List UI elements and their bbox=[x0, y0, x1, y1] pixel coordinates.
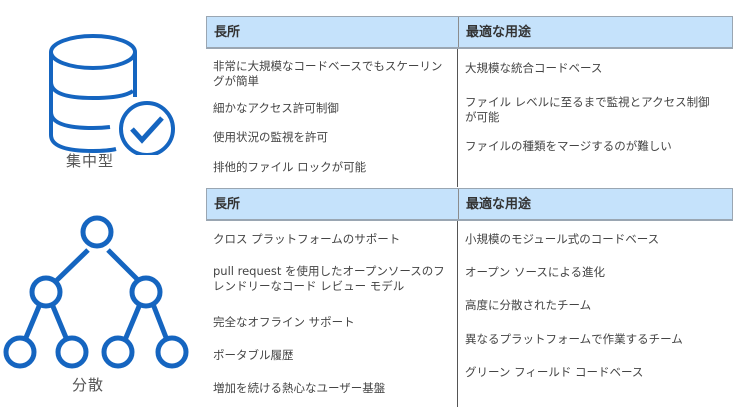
pro-item: 排他的ファイル ロックが可能 bbox=[213, 160, 367, 174]
pro-item: pull request を使用したオープンソースのフレンドリーなコード レビュ… bbox=[213, 264, 445, 293]
pro-item: 使用状況の監視を許可 bbox=[213, 130, 328, 144]
best-for-item: オープン ソースによる進化 bbox=[465, 265, 606, 279]
best-for-item: 高度に分散されたチーム bbox=[465, 298, 592, 312]
pro-item: ポータブル履歴 bbox=[213, 348, 294, 362]
distributed-table: 長所 最適な用途 クロス プラットフォームのサポート pull request … bbox=[206, 188, 733, 407]
header-best-for: 最適な用途 bbox=[466, 25, 532, 40]
pro-item: 完全なオフライン サポート bbox=[213, 315, 355, 329]
header-pros: 長所 bbox=[207, 17, 459, 47]
best-for-item: 大規模な統合コードベース bbox=[465, 61, 603, 75]
pro-item: 細かなアクセス許可制御 bbox=[213, 101, 339, 115]
best-for-item: 異なるプラットフォームで作業するチーム bbox=[465, 332, 683, 346]
table-header: 長所 最適な用途 bbox=[206, 16, 733, 49]
best-for-item: 小規模のモジュール式のコードベース bbox=[465, 232, 660, 246]
table-header: 長所 最適な用途 bbox=[206, 188, 733, 221]
header-pros: 長所 bbox=[207, 189, 459, 219]
centralized-label: 集中型 bbox=[66, 152, 115, 170]
best-for-item: グリーン フィールド コードベース bbox=[465, 365, 644, 379]
best-for-item: ファイル レベルに至るまで監視とアクセス制御が可能 bbox=[465, 95, 710, 124]
pro-item: 非常に大規模なコードベースでもスケーリングが簡単 bbox=[213, 59, 443, 88]
pro-item: 増加を続ける熱心なユーザー基盤 bbox=[213, 381, 386, 395]
best-for-item: ファイルの種類をマージするのが難しい bbox=[465, 139, 672, 153]
header-best-for: 最適な用途 bbox=[466, 197, 532, 212]
distributed-label: 分散 bbox=[72, 376, 105, 394]
tree-network-icon bbox=[3, 215, 189, 369]
database-check-icon bbox=[49, 34, 175, 155]
centralized-table: 長所 最適な用途 非常に大規模なコードベースでもスケーリングが簡単 細かなアクセ… bbox=[206, 16, 733, 187]
pro-item: クロス プラットフォームのサポート bbox=[213, 232, 401, 246]
